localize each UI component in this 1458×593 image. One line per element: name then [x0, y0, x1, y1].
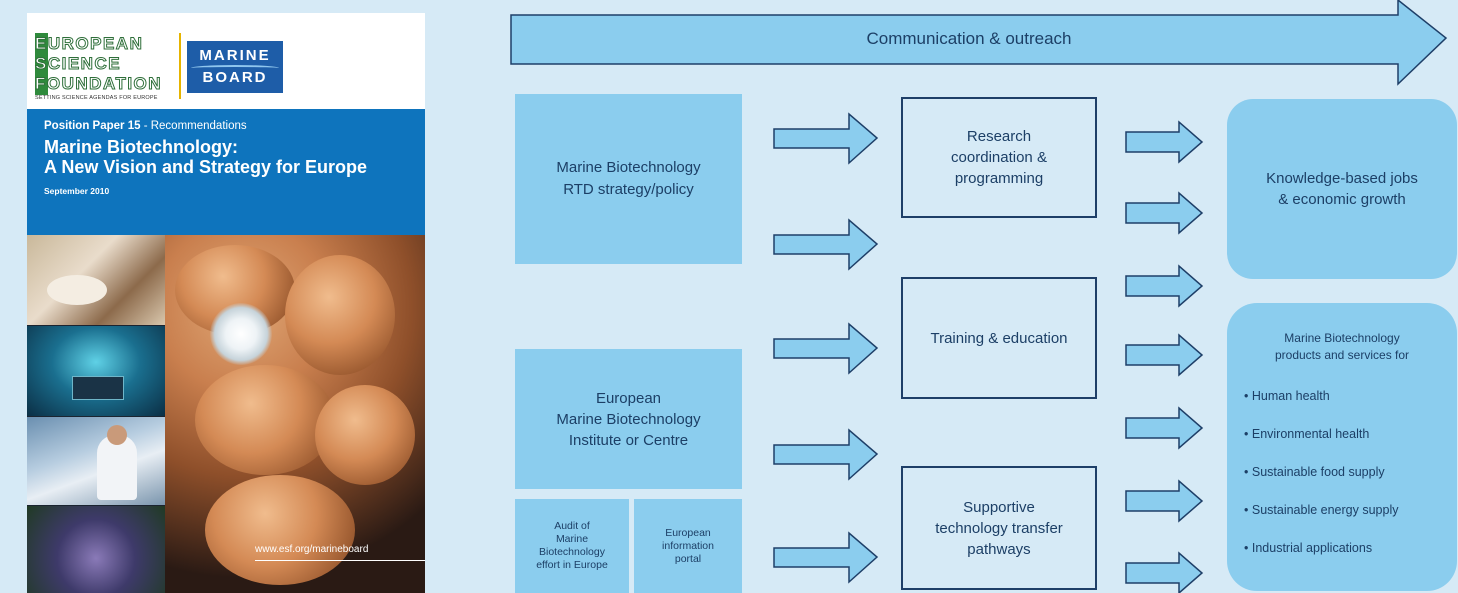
products-list: Human health Environmental health Sustai… [1244, 389, 1399, 579]
audit-line-1: Audit of [554, 520, 590, 532]
flow-arrow-1 [773, 112, 879, 165]
rtd-strategy-line-2: RTD strategy/policy [563, 181, 694, 198]
audit-line-3: Biotechnology [539, 546, 605, 558]
esf-logo-mark [35, 33, 48, 95]
transfer-line-3: pathways [967, 540, 1031, 558]
institute-line-2: Marine Biotechnology [556, 410, 701, 428]
sea-sponge-photo [165, 235, 425, 593]
marine-board-line-2: BOARD [202, 69, 268, 86]
rtd-strategy-box: Marine Biotechnology RTD strategy/policy [515, 94, 742, 264]
flow-arrow-10 [1125, 406, 1204, 450]
institute-line-1: European [595, 389, 662, 407]
transfer-line-2: technology transfer [935, 519, 1063, 537]
flow-arrow-2 [773, 218, 879, 271]
lab-sample-photo [27, 235, 165, 325]
cover-header: EUROPEAN SCIENCE FOUNDATION SETTING SCIE… [27, 13, 425, 109]
logo-divider [179, 33, 181, 99]
flow-arrow-3 [773, 322, 879, 375]
research-line-2: coordination & [951, 149, 1047, 166]
marine-board-line-1: MARINE [199, 47, 271, 64]
underwater-equipment-photo [27, 326, 165, 416]
esf-logo-line-3: FOUNDATION [34, 74, 163, 93]
position-paper-label: Position Paper 15 - Recommendations [44, 120, 247, 132]
jobs-line-2: & economic growth [1278, 191, 1406, 208]
cover-photo-collage: www.esf.org/marineboard [27, 235, 425, 593]
cover-title-line-1: Marine Biotechnology: [44, 137, 239, 157]
portal-line-3: portal [674, 552, 702, 565]
training-education-box: Training & education [901, 277, 1097, 399]
urchin-highlight [210, 303, 272, 365]
portal-line-2: information [662, 539, 714, 552]
portal-line-1: European [665, 526, 711, 539]
sea-urchin-photo [27, 506, 165, 593]
communication-label: Communication & outreach [866, 29, 1072, 48]
report-cover: EUROPEAN SCIENCE FOUNDATION SETTING SCIE… [27, 13, 425, 593]
products-list-item: Environmental health [1244, 427, 1398, 465]
communication-arrow [510, 0, 1448, 86]
wave-icon [191, 65, 279, 71]
transfer-line-1: Supportive [963, 498, 1035, 516]
jobs-line-1: Knowledge-based jobs [1266, 170, 1418, 187]
rtd-strategy-line-1: Marine Biotechnology [556, 159, 701, 176]
research-coordination-box: Research coordination & programming [901, 97, 1097, 218]
research-line-3: programming [954, 170, 1044, 187]
products-list-item: Industrial applications [1244, 541, 1398, 579]
products-services-box: Marine Biotechnology products and servic… [1227, 303, 1457, 591]
marine-board-logo: MARINE BOARD [187, 41, 283, 93]
scientist-lab-photo [27, 417, 165, 505]
flow-arrow-7 [1125, 191, 1204, 235]
audit-line-2: Marine [555, 533, 589, 545]
products-list-item: Sustainable energy supply [1244, 503, 1399, 541]
audit-line-4: effort in Europe [536, 559, 608, 571]
products-list-item: Sustainable food supply [1244, 465, 1398, 503]
training-line-1: Training & education [930, 329, 1068, 347]
flow-arrow-9 [1125, 333, 1204, 377]
jobs-growth-box: Knowledge-based jobs & economic growth [1227, 99, 1457, 279]
position-paper-suffix: - Recommendations [140, 120, 247, 132]
products-title-line-2: products and services for [1274, 348, 1410, 362]
audit-box: Audit of Marine Biotechnology effort in … [515, 499, 629, 593]
institute-line-3: Institute or Centre [568, 431, 689, 449]
flow-arrow-12 [1125, 551, 1204, 593]
position-paper-number: Position Paper 15 [44, 120, 141, 132]
cover-title-band: Position Paper 15 - Recommendations Mari… [27, 109, 425, 235]
flow-arrow-6 [1125, 120, 1204, 164]
cover-title-line-2: A New Vision and Strategy for Europe [44, 157, 368, 177]
technology-transfer-box: Supportive technology transfer pathways [901, 466, 1097, 590]
esf-logo-line-2: SCIENCE [34, 54, 122, 73]
products-title: Marine Biotechnology products and servic… [1227, 330, 1457, 364]
research-line-1: Research [966, 128, 1032, 145]
institute-box: European Marine Biotechnology Institute … [515, 349, 742, 489]
products-list-item: Human health [1244, 389, 1398, 427]
products-title-line-1: Marine Biotechnology [1284, 331, 1400, 345]
flow-arrow-4 [773, 428, 879, 481]
cover-date: September 2010 [44, 186, 110, 196]
flow-arrow-5 [773, 531, 879, 584]
flow-arrow-8 [1125, 264, 1204, 308]
portal-box: European information portal [634, 499, 742, 593]
flow-arrow-11 [1125, 479, 1204, 523]
esf-tagline: SETTING SCIENCE AGENDAS FOR EUROPE [35, 95, 158, 101]
esf-logo-line-1: EUROPEAN [34, 34, 144, 53]
